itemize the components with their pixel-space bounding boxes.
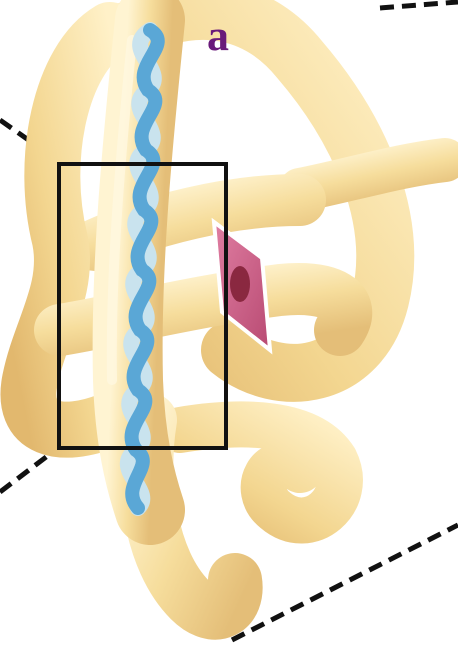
heme-iron-center (230, 266, 250, 302)
backbone-bottom-curl (180, 424, 340, 520)
panel-label: a (207, 14, 229, 58)
backbone-right-arm (300, 160, 445, 190)
leader-line-top-right (380, 2, 458, 8)
leader-line-bottom-right (232, 525, 458, 640)
